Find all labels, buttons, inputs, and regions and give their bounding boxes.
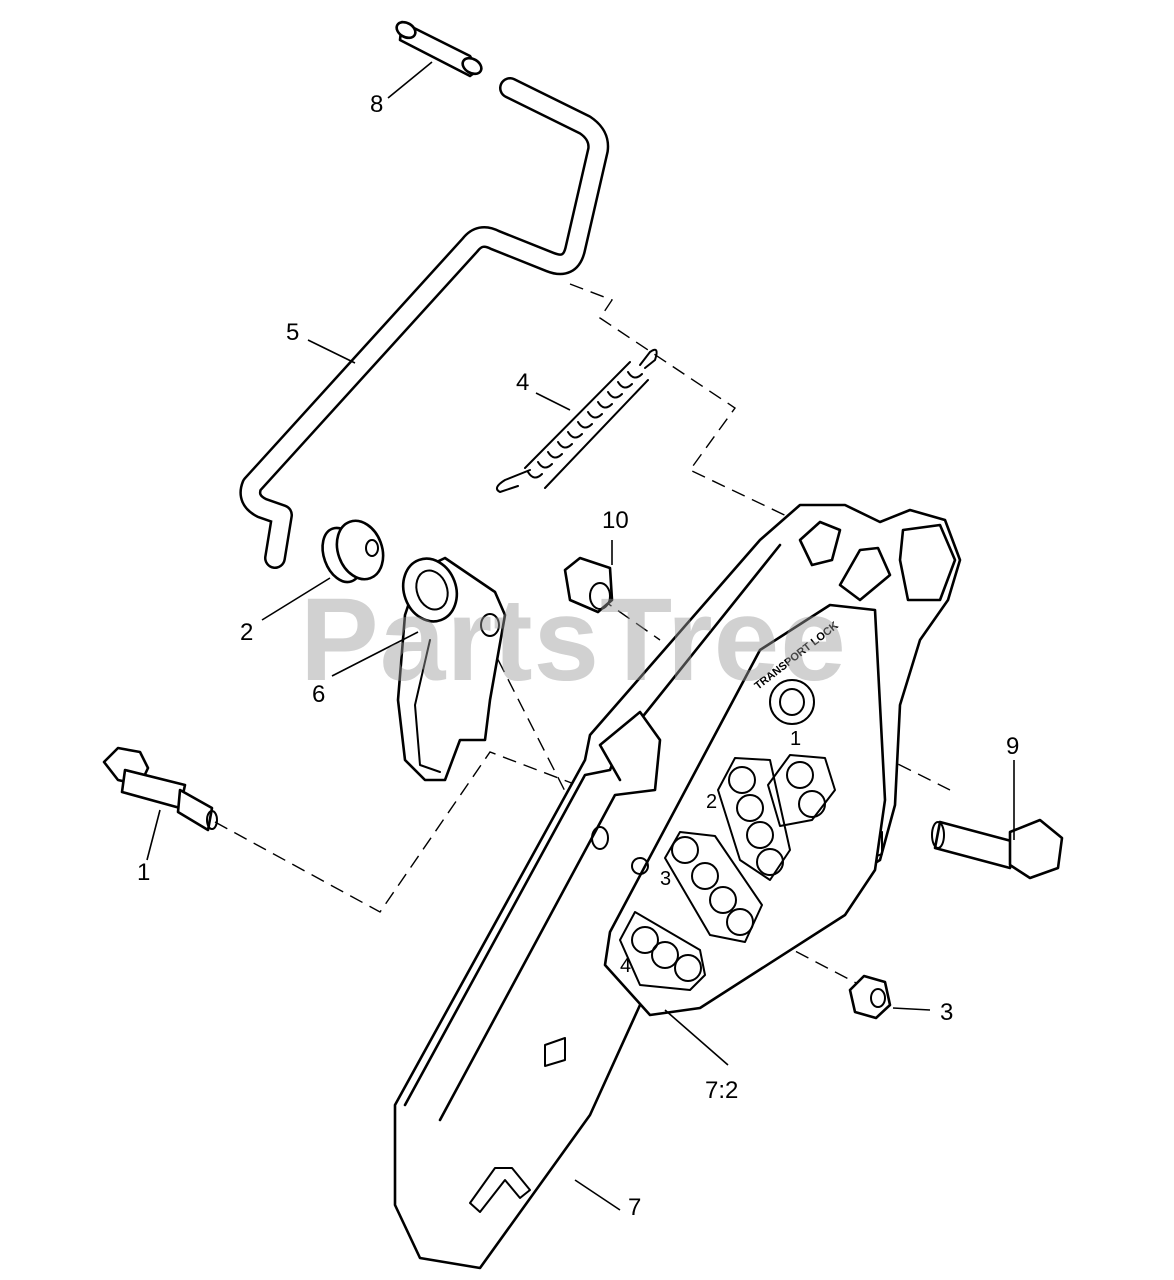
extension-spring bbox=[495, 348, 658, 493]
callout-7: 7 bbox=[628, 1194, 641, 1221]
handle-grip bbox=[395, 20, 483, 78]
callout-9: 9 bbox=[1006, 733, 1019, 760]
spring-coils bbox=[524, 361, 649, 489]
plate-position-2: 2 bbox=[706, 791, 717, 813]
callout-3: 3 bbox=[940, 999, 953, 1026]
plate-position-1: 1 bbox=[790, 728, 801, 750]
callout-labels: 8 5 4 10 2 6 9 1 3 7:2 7 bbox=[137, 91, 1019, 1221]
callout-2: 2 bbox=[240, 619, 253, 646]
leader-lines bbox=[146, 61, 1015, 1211]
flange-nut-10 bbox=[563, 556, 614, 614]
callout-10: 10 bbox=[602, 507, 629, 534]
callout-6: 6 bbox=[312, 681, 325, 708]
hex-bolt bbox=[931, 818, 1064, 880]
plate-position-4: 4 bbox=[620, 955, 631, 977]
callout-7-2: 7:2 bbox=[705, 1077, 738, 1104]
shoulder-bolt bbox=[102, 746, 218, 832]
callout-1: 1 bbox=[137, 859, 150, 886]
bushing bbox=[321, 519, 385, 584]
lift-rod bbox=[239, 77, 610, 569]
transport-lock-plate: TRANSPORT LOCK 1 2 3 4 bbox=[603, 603, 887, 1017]
partstree-watermark: PartsTree bbox=[300, 574, 847, 706]
plate-position-3: 3 bbox=[660, 868, 671, 890]
callout-8: 8 bbox=[370, 91, 383, 118]
flange-nut-3 bbox=[848, 974, 892, 1020]
callout-4: 4 bbox=[516, 369, 529, 396]
callout-5: 5 bbox=[286, 319, 299, 346]
lift-arm bbox=[396, 556, 507, 782]
